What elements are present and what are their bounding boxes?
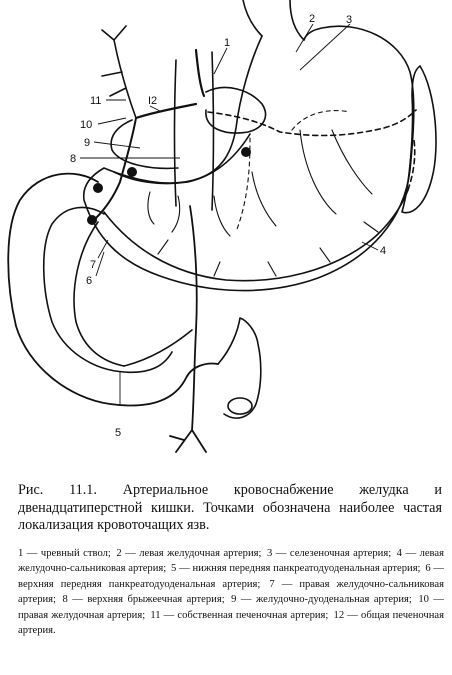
legend-item-2: 2 — левая желудочная артерия;	[116, 548, 262, 559]
ulcer-dot-duodenum-upper	[93, 183, 103, 193]
legend-item-9: 9 — желудочно-дуоденальная артерия;	[231, 594, 412, 606]
esophagus	[242, 0, 305, 41]
legend-item-1: 1 — чревный ствол;	[18, 548, 111, 559]
inferior-pancreaticoduodenal	[123, 329, 193, 367]
common-hepatic-artery	[134, 102, 198, 120]
jejunum	[217, 317, 262, 419]
dashed-vessels	[235, 110, 351, 233]
aorta	[173, 51, 215, 211]
label-11: 11	[90, 95, 101, 107]
legend-item-10: 10 — правая желудочная артерия;	[18, 594, 445, 621]
legend-item-4: 4 — левая желудочно-сальниковая артерия;	[18, 548, 444, 575]
spleen	[401, 65, 437, 214]
superior-pancreaticoduodenal	[73, 221, 125, 367]
legend-item-5: 5 — нижняя передняя панкреатодуоденальна…	[171, 563, 421, 575]
right-gastroepiploic-artery	[103, 189, 409, 282]
label-3: 3	[346, 14, 352, 26]
legend-item-3: 3 — селезеночная артерия;	[266, 548, 392, 559]
celiac-trunk	[194, 48, 206, 98]
legend-item-12: 12 — общая печеночная артерия.	[18, 609, 444, 637]
jejunum-lumen	[227, 397, 253, 415]
ulcer-dot-stomach	[241, 147, 251, 157]
label-8: 8	[70, 153, 76, 165]
label-10: 10	[80, 119, 92, 131]
figure-legend: 1 — чревный ствол; 2 — левая желудочная …	[18, 546, 444, 638]
label-1: 1	[224, 37, 230, 49]
gastric-branches	[147, 129, 379, 277]
proper-hepatic-artery	[101, 25, 137, 119]
label-5: 5	[115, 427, 121, 439]
right-gastric-artery	[110, 119, 179, 170]
splenic-artery	[207, 109, 417, 137]
sma	[169, 205, 207, 453]
left-gastroepiploic-artery	[407, 139, 416, 191]
label-2: 2	[309, 13, 315, 25]
label-12: I2	[148, 95, 157, 107]
lesser-curvature-artery	[113, 133, 251, 185]
legend-item-8: 8 — верхняя брыжеечная артерия;	[62, 594, 225, 606]
ulcer-dot-duodenum-lower	[87, 215, 97, 225]
legend-item-7: 7 — правая желудочно-сальниковая артерия…	[18, 578, 444, 606]
gastroduodenal-artery	[95, 117, 137, 219]
ulcer-dot-pylorus	[127, 167, 137, 177]
stomach-duodenum-arterial-diagram: 1 2 3 4 5 6 7 8 9 10 11 I2	[7, 0, 437, 453]
label-7: 7	[90, 259, 96, 271]
figure-caption: Рис. 11.1. Артериальное кровоснабжение ж…	[18, 482, 442, 533]
legend-item-6: 6 — верхняя передняя панкреатодуоденальн…	[18, 563, 444, 590]
legend-item-11: 11 — собственная печеночная артерия;	[150, 609, 329, 621]
duodenum-inner	[42, 206, 173, 374]
label-6: 6	[86, 275, 92, 287]
label-9: 9	[84, 137, 90, 149]
left-gastric-artery	[205, 86, 267, 134]
duodenum	[7, 172, 219, 407]
label-4: 4	[380, 245, 386, 257]
